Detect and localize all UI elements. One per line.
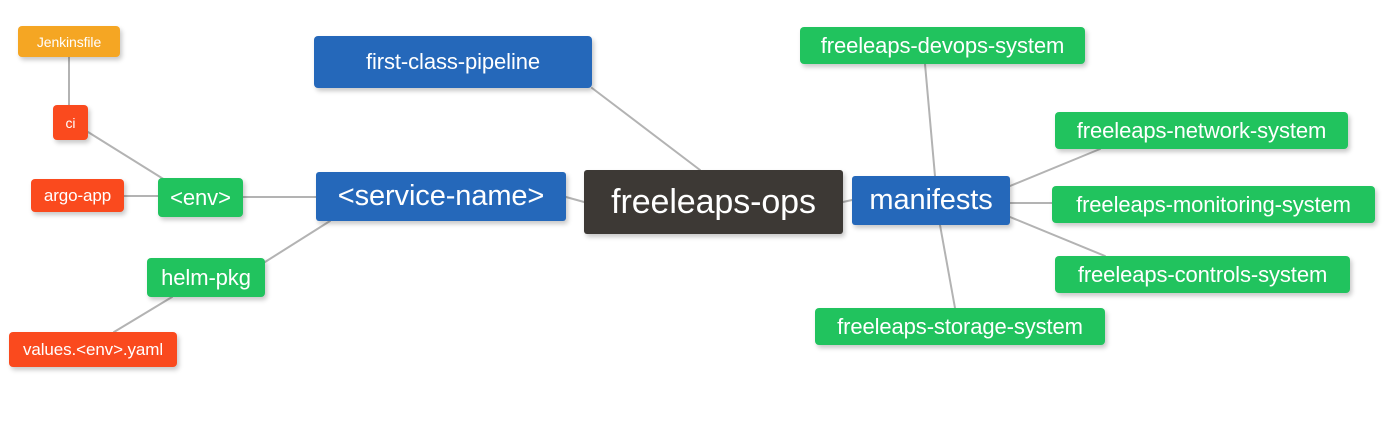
edge-freeleaps-ops-to-manifests [842, 199, 853, 203]
node-label: ci [65, 114, 76, 131]
edge-service-name-to-helm-pkg [264, 220, 331, 263]
node-label: helm-pkg [161, 264, 251, 290]
node-manifests[interactable]: manifests [852, 176, 1010, 225]
node-label: Jenkinsfile [36, 33, 102, 50]
edge-manifests-to-freeleaps-devops-system [924, 63, 936, 177]
node-ci[interactable]: ci [53, 105, 88, 140]
node-freeleaps-storage-system[interactable]: freeleaps-storage-system [815, 308, 1105, 345]
edge-env-to-ci [87, 131, 166, 181]
node-label: <env> [170, 184, 231, 210]
node-label: freeleaps-controls-system [1077, 261, 1328, 287]
node-jenkinsfile[interactable]: Jenkinsfile [18, 26, 120, 57]
edge-manifests-to-freeleaps-network-system [1009, 148, 1101, 187]
node-values-env-yaml[interactable]: values.<env>.yaml [9, 332, 177, 367]
node-service-name[interactable]: <service-name> [316, 172, 566, 221]
node-freeleaps-ops[interactable]: freeleaps-ops [584, 170, 843, 234]
edge-helm-pkg-to-values-env-yaml [113, 296, 173, 333]
node-label: freeleaps-monitoring-system [1076, 191, 1351, 217]
edge-freeleaps-ops-to-service-name [565, 196, 585, 203]
node-freeleaps-controls-system[interactable]: freeleaps-controls-system [1055, 256, 1350, 293]
node-label: freeleaps-storage-system [837, 313, 1083, 339]
node-label: first-class-pipeline [365, 49, 541, 74]
node-env[interactable]: <env> [158, 178, 243, 217]
node-first-class-pipeline[interactable]: first-class-pipeline [314, 36, 592, 88]
node-freeleaps-network-system[interactable]: freeleaps-network-system [1055, 112, 1348, 149]
node-label: argo-app [43, 186, 112, 205]
node-label: freeleaps-network-system [1076, 117, 1327, 143]
node-label: values.<env>.yaml [22, 340, 164, 359]
node-label: <service-name> [337, 180, 545, 212]
node-freeleaps-devops-system[interactable]: freeleaps-devops-system [800, 27, 1085, 64]
node-freeleaps-monitoring-system[interactable]: freeleaps-monitoring-system [1052, 186, 1375, 223]
node-helm-pkg[interactable]: helm-pkg [147, 258, 265, 297]
node-argo-app[interactable]: argo-app [31, 179, 124, 212]
node-label: freeleaps-devops-system [820, 32, 1065, 58]
edge-manifests-to-freeleaps-storage-system [939, 224, 956, 309]
node-label: manifests [869, 184, 993, 216]
node-label: freeleaps-ops [611, 183, 816, 221]
edge-freeleaps-ops-to-first-class-pipeline [591, 87, 701, 171]
